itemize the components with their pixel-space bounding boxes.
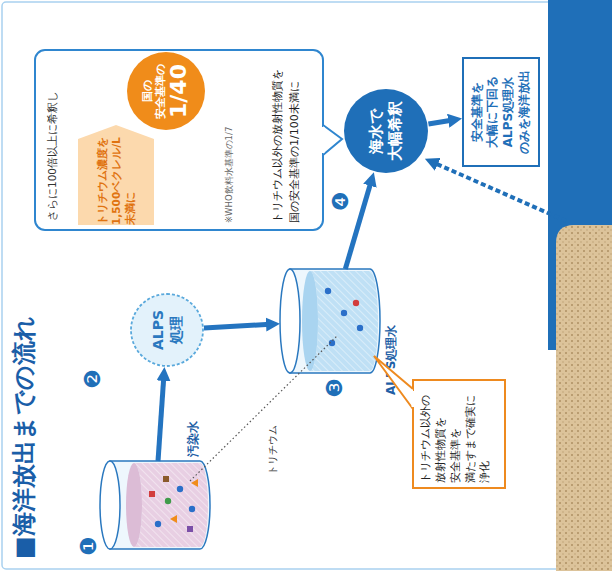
particle <box>170 515 177 523</box>
callout-pointer-gap <box>412 391 415 407</box>
shape-outline <box>100 461 210 549</box>
discharge-box: 安全基準を 大幅に下回る ALPS処理水 のみを海洋放出 <box>462 57 540 167</box>
title: ■海洋放出までの流れ <box>8 316 40 559</box>
callout-outline <box>35 50 323 230</box>
tank-water-hatch <box>134 463 208 547</box>
callout-tail-gap <box>322 127 325 153</box>
particle <box>189 506 195 512</box>
leader-label: トリチウム <box>268 425 278 475</box>
circle-outline <box>131 294 203 366</box>
flow-arrow <box>158 373 164 461</box>
particle <box>353 300 359 306</box>
callout-pointer <box>374 356 413 409</box>
particle <box>163 476 169 482</box>
dilution-callout: さらに100倍以上に希釈し ※WHO飲料水基準の1/7 トリチウム以外の放射性物質を… <box>34 49 324 231</box>
circle-outline <box>127 52 205 130</box>
shape-outline <box>280 269 380 373</box>
tank-water <box>134 463 208 547</box>
callout-tail <box>323 125 342 155</box>
tritium-leader-line <box>190 335 338 481</box>
ratio-badge: 国の 安全基準の1/40 <box>126 51 206 131</box>
seawater-intake-arrow <box>430 161 566 221</box>
flow-arrow <box>204 324 274 328</box>
node-text: 汚染水 <box>186 397 202 457</box>
dilution-circle: 海水で 大幅希釈 <box>343 88 429 174</box>
alps-process-circle: ALPS 処理 <box>130 293 204 367</box>
water-surface <box>302 271 318 371</box>
node-text: さらに100倍以上に希釈し <box>46 55 60 221</box>
particle <box>325 288 331 294</box>
node-text: トリチウム濃度を 1,500ベクレル/L 未満に <box>95 139 138 225</box>
water-surface <box>126 463 142 547</box>
tank-water-hatch <box>310 271 378 371</box>
node-text: 国の 安全基準の <box>141 56 166 126</box>
tritium-limit-banner: トリチウム濃度を 1,500ベクレル/L 未満に <box>78 125 154 225</box>
flow-arrow <box>428 119 456 124</box>
particle <box>341 310 347 316</box>
box-outline <box>463 58 539 166</box>
particle <box>187 526 193 532</box>
callout-number: ❹ <box>330 191 352 211</box>
callout-number: ❷ <box>82 369 104 389</box>
ground <box>556 225 612 571</box>
tank-water <box>310 271 378 371</box>
node-text: 海水で 大幅希釈 <box>367 99 405 163</box>
node-text: トリチウム以外の放射性物質を 国の安全基準の1/100未満に <box>270 55 303 223</box>
tank-rim <box>100 461 120 549</box>
tank-rim <box>280 269 300 373</box>
node-text: ALPS 処理 <box>149 303 185 357</box>
shape-outline <box>130 293 204 367</box>
banner-outline <box>78 125 154 225</box>
particle <box>357 325 363 331</box>
contaminated-water-tank: 汚染水 <box>100 461 210 549</box>
tank-body <box>290 269 380 373</box>
particle <box>191 479 198 487</box>
callout-number: ❸ <box>324 378 346 398</box>
tank-body <box>110 461 210 549</box>
treated-water-tank: ALPS処理水 <box>280 269 380 373</box>
particle <box>165 498 171 504</box>
particle <box>177 486 183 492</box>
callout-outline <box>413 380 505 488</box>
callout-number: ❶ <box>78 536 100 556</box>
node-text: 1/40 <box>167 64 191 118</box>
particle <box>155 521 161 527</box>
particle <box>149 491 155 497</box>
purification-callout: トリチウム以外の 放射性物質を 安全基準を 満たすまで確実に 浄化 <box>412 379 506 489</box>
circle-outline <box>344 89 428 173</box>
node-text: 安全基準を 大幅に下回る ALPS処理水 のみを海洋放出 <box>470 64 532 160</box>
node-text: ※WHO飲料水基準の1/7 <box>224 63 235 223</box>
node-text: トリチウム以外の 放射性物質を 安全基準を 満たすまで確実に 浄化 <box>419 383 493 483</box>
